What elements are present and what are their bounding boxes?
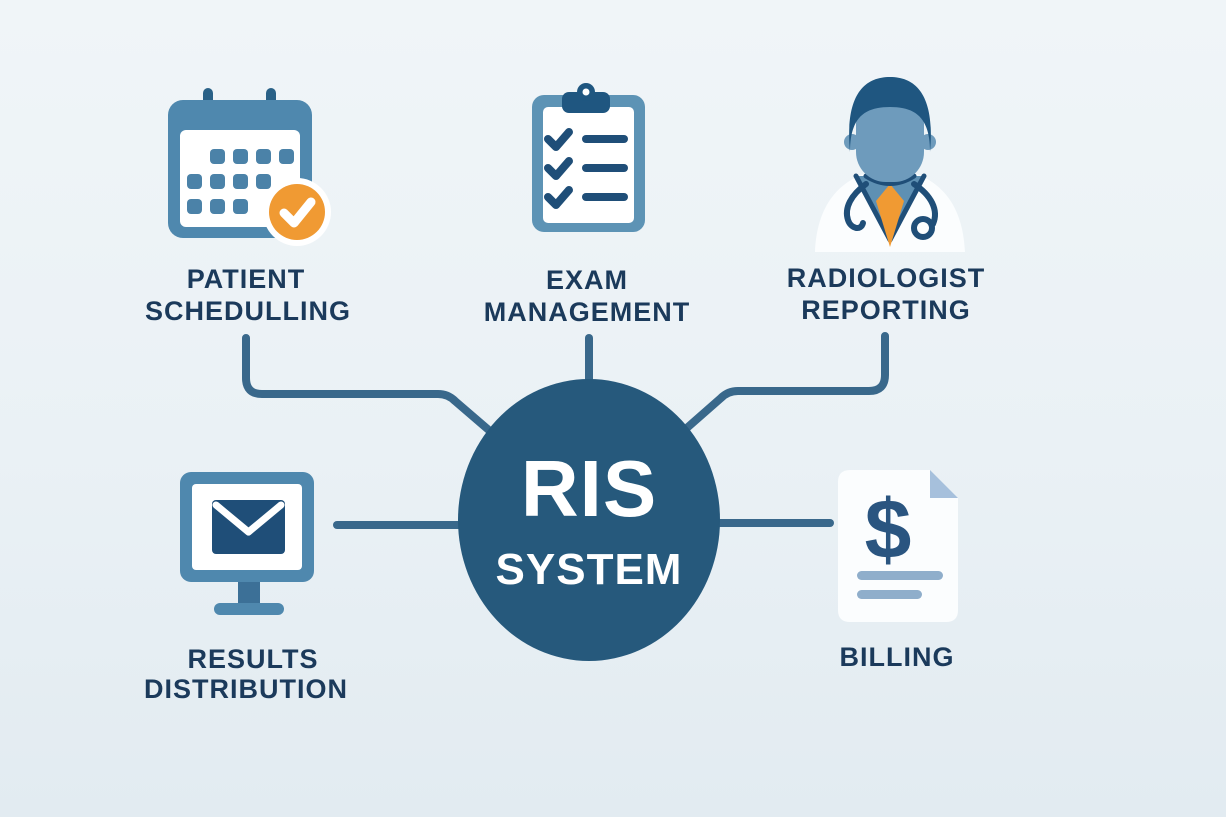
label-exam-line1: EXAM [546, 265, 628, 295]
clipboard-checklist-icon [532, 83, 645, 232]
monitor-envelope-icon [180, 472, 314, 615]
tie [876, 184, 904, 247]
connector-patient-scheduling [242, 334, 509, 448]
hair [849, 77, 931, 152]
checklist-rows [544, 128, 628, 209]
check-badge-icon [263, 178, 331, 246]
hub-circle [458, 379, 720, 661]
label-billing: BILLING [840, 642, 955, 672]
face [856, 94, 924, 182]
label-radiologist-line1: RADIOLOGIST [787, 263, 986, 293]
label-patient-line2: SCHEDULLING [145, 296, 351, 326]
hub-ris-system: RIS SYSTEM [458, 379, 720, 661]
label-results-line1: RESULTS [187, 644, 318, 674]
label-exam-line2: MANAGEMENT [484, 297, 691, 327]
dollar-sign: $ [865, 482, 912, 576]
label-results-line2: DISTRIBUTION [144, 674, 348, 704]
hub-subtitle: SYSTEM [496, 545, 683, 594]
calendar-grid [187, 149, 294, 214]
hub-title: RIS [521, 444, 657, 533]
calendar-check-icon [168, 88, 331, 246]
label-radiologist-line2: REPORTING [801, 295, 971, 325]
stethoscope [844, 181, 938, 240]
node-labels: PATIENT SCHEDULLING EXAM MANAGEMENT RADI… [144, 263, 986, 704]
dollar-document-icon: $ [838, 470, 958, 622]
envelope-icon [212, 500, 285, 554]
doctor-avatar-icon [815, 77, 965, 252]
connectors [242, 332, 889, 529]
page-fold [930, 470, 958, 498]
label-patient-line1: PATIENT [187, 264, 306, 294]
connector-radiologist-reporting [668, 332, 889, 445]
